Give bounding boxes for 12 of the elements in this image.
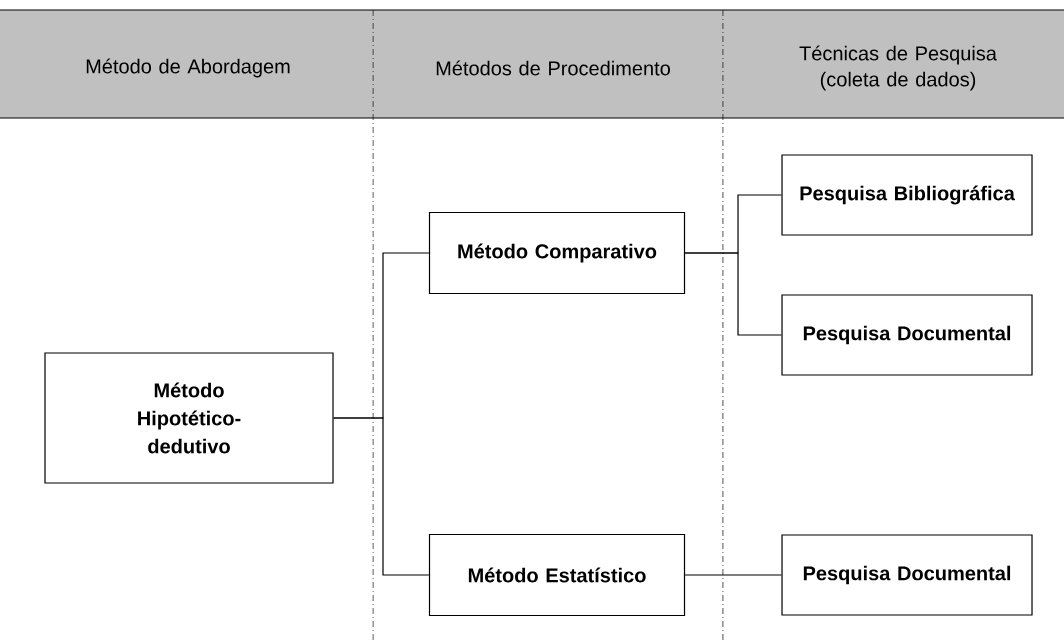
connector-line [684, 574, 782, 576]
connector-line [333, 417, 430, 576]
method-box: Método Comparativo [428, 211, 686, 295]
method-box: Método Hipotético-dedutivo [44, 352, 334, 484]
column-heading: Métodos de Procedimento [436, 60, 670, 76]
method-box: Pesquisa Bibliográfica [781, 154, 1033, 236]
method-box: Pesquisa Documental [781, 294, 1033, 376]
column-heading: Método de Abordagem [86, 58, 290, 78]
column-heading: Técnicas de Pesquisa (coleta de dados) [799, 45, 997, 91]
method-box: Método Estatístico [428, 533, 686, 617]
method-box: Pesquisa Documental [781, 534, 1033, 616]
connector-line [684, 252, 782, 336]
